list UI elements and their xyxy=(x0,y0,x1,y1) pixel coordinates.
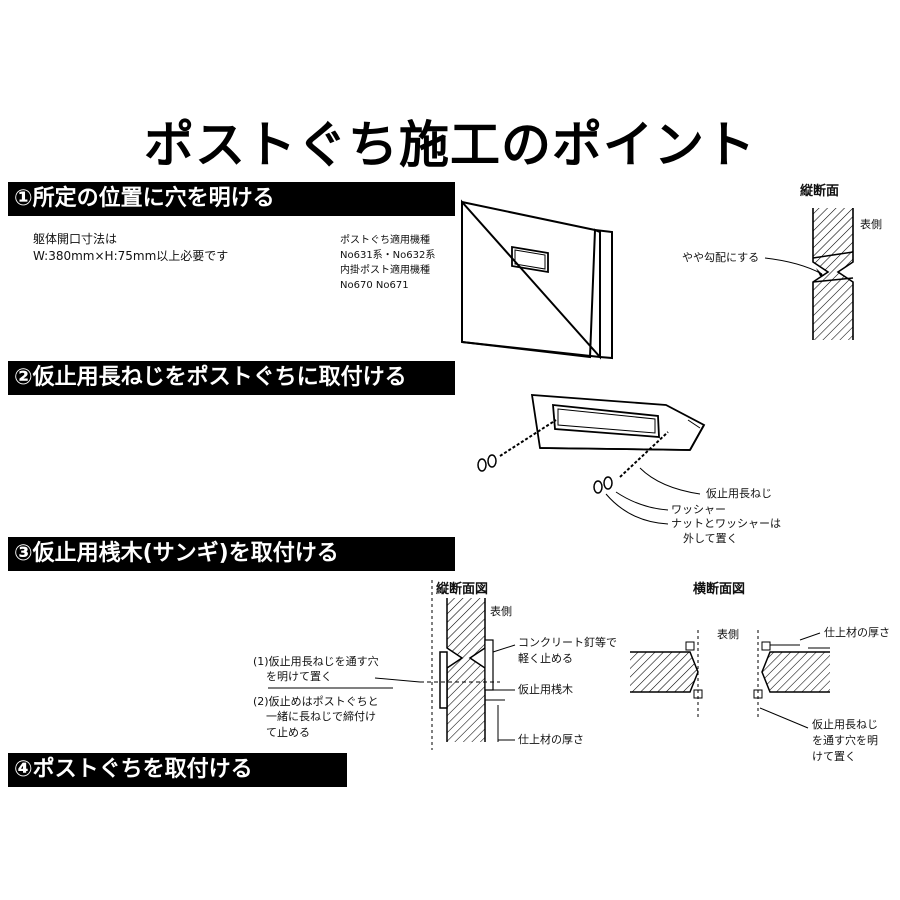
washer-label: ワッシャー xyxy=(671,503,726,516)
section-title: 縦断面 xyxy=(800,184,840,199)
horizontal-section-title: 横断面図 xyxy=(693,582,746,597)
nut-note-line1: ナットとワッシャーは xyxy=(671,517,781,530)
surface-label-vertical: 表側 xyxy=(490,605,512,618)
nail-note-line2: 軽く止める xyxy=(518,652,573,665)
step-2-heading: ②仮止用長ねじをポストぐちに取付ける xyxy=(8,361,455,395)
surface-label: 表側 xyxy=(860,218,882,231)
wall-panel-drawing xyxy=(461,199,613,360)
slope-note: やや勾配にする xyxy=(682,251,760,264)
note-2-line1: (2)仮止めはポストぐちと xyxy=(253,695,379,708)
note-2-line2: 一緒に長ねじで締付け xyxy=(266,710,376,723)
note-1-line1: (1)仮止用長ねじを通す穴 xyxy=(253,655,379,668)
hole-note-line2: を通す穴を明 xyxy=(812,734,878,747)
batten-label: 仮止用桟木 xyxy=(518,683,573,696)
model-line-1: ポストぐち適用機種 xyxy=(340,235,430,246)
hole-note-line1: 仮止用長ねじ xyxy=(812,718,878,731)
opening-size-line1: 躯体開口寸法は xyxy=(33,232,118,246)
model-line-4: No670 No671 xyxy=(340,280,409,291)
nail-note-line1: コンクリート釘等で xyxy=(518,636,617,649)
batten-horizontal-section xyxy=(630,630,830,729)
bolt-label: 仮止用長ねじ xyxy=(706,487,772,500)
model-line-3: 内掛ポスト適用機種 xyxy=(340,265,430,276)
vertical-section-drawing xyxy=(764,208,854,340)
step-4-heading: ④ポストぐちを取付ける xyxy=(8,753,347,787)
hole-note-line3: けて置く xyxy=(812,750,856,763)
surface-label-horizontal: 表側 xyxy=(717,628,739,641)
batten-vertical-section xyxy=(268,580,516,750)
step-1-heading: ①所定の位置に穴を明ける xyxy=(8,182,455,216)
finish-label-vertical: 仕上材の厚さ xyxy=(518,733,584,746)
page-title: ポストぐち施工のポイント xyxy=(144,116,756,174)
nut-note-line2: 外して置く xyxy=(683,532,738,545)
opening-size-line2: W:380mm×H:75mm以上必要です xyxy=(33,249,229,263)
note-2-line3: て止める xyxy=(266,726,310,739)
finish-label-horizontal: 仕上材の厚さ xyxy=(824,626,890,639)
model-line-2: No631系・No632系 xyxy=(340,250,436,261)
note-1-line2: を明けて置く xyxy=(266,670,332,683)
step-3-heading: ③仮止用桟木(サンギ)を取付ける xyxy=(8,537,455,571)
vertical-section-title: 縦断面図 xyxy=(436,582,489,597)
mail-slot-drawing xyxy=(477,394,706,525)
